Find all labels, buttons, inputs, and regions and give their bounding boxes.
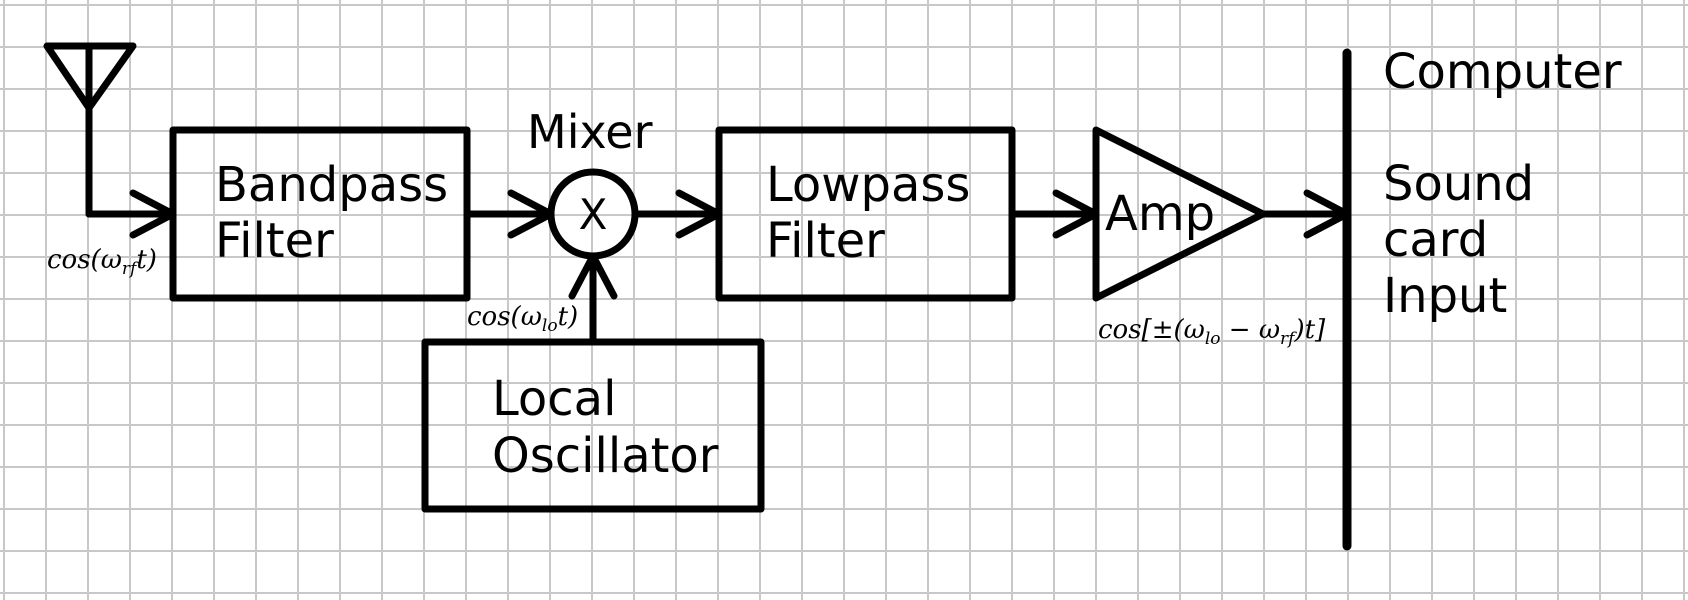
signal-label-lo: cos(ωlot) <box>467 302 578 336</box>
input-label: Input <box>1383 268 1507 324</box>
amplifier-block: Amp <box>1092 126 1267 302</box>
signal-label-rf: cos(ωrft) <box>47 245 157 279</box>
bandpass-label-line2: Filter <box>215 213 334 269</box>
lowpass-label-line1: Lowpass <box>766 157 970 213</box>
amp-label: Amp <box>1105 186 1215 242</box>
card-label: card <box>1383 212 1488 268</box>
arrow-mixer-to-lowpass <box>631 189 723 239</box>
arrow-bandpass-to-mixer <box>463 189 555 239</box>
lowpass-filter-block: Lowpass Filter <box>715 126 1016 302</box>
bandpass-label-line1: Bandpass <box>215 157 448 213</box>
arrow-lo-to-mixer <box>568 252 618 346</box>
sound-label: Sound <box>1383 156 1534 212</box>
mixer-label: Mixer <box>527 105 653 159</box>
computer-block-label: Computer Sound card Input <box>1383 44 1622 324</box>
mixer-block: Mixer X <box>527 105 653 260</box>
bandpass-filter-block: Bandpass Filter <box>169 126 471 302</box>
arrow-lowpass-to-amp <box>1008 189 1100 239</box>
computer-label: Computer <box>1383 44 1622 100</box>
arrow-antenna-to-bandpass <box>85 189 177 239</box>
antenna-icon <box>43 42 137 218</box>
lo-label-line2: Oscillator <box>492 428 719 484</box>
signal-label-output: cos[±(ωlo − ωrf)t] <box>1098 315 1326 349</box>
arrow-amp-to-computer <box>1259 189 1351 239</box>
lowpass-label-line2: Filter <box>766 213 885 269</box>
mixer-symbol: X <box>579 190 608 239</box>
local-oscillator-block: Local Oscillator <box>421 338 765 513</box>
lo-label-line1: Local <box>492 371 616 427</box>
